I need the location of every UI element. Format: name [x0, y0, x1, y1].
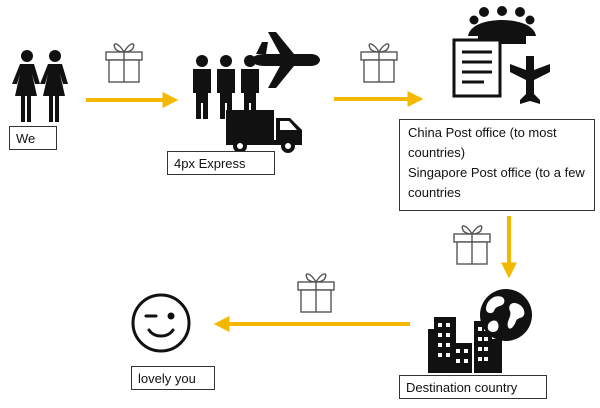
gift-box-icon [297, 273, 335, 313]
three-people-icon [193, 55, 259, 119]
recipient-label: lovely you [131, 366, 215, 390]
post-office-line-china: China Post office (to most countries) [408, 125, 557, 160]
gift-box-icon [360, 43, 398, 83]
we-label: We [9, 126, 57, 150]
airplane-icon [252, 32, 320, 88]
post-office-label: China Post office (to most countries) Si… [399, 119, 595, 211]
winking-face-icon [131, 293, 191, 353]
globe-city-icon [428, 289, 532, 373]
two-women-icon [12, 50, 68, 122]
post-office-line-singapore: Singapore Post office (to a few countrie… [408, 165, 585, 200]
delivery-truck-icon [226, 110, 302, 153]
gift-box-icon [105, 43, 143, 83]
post-office-icon [452, 6, 550, 104]
destination-label: Destination country [399, 375, 547, 399]
express-label: 4px Express [167, 151, 275, 175]
gift-box-icon [453, 225, 491, 265]
